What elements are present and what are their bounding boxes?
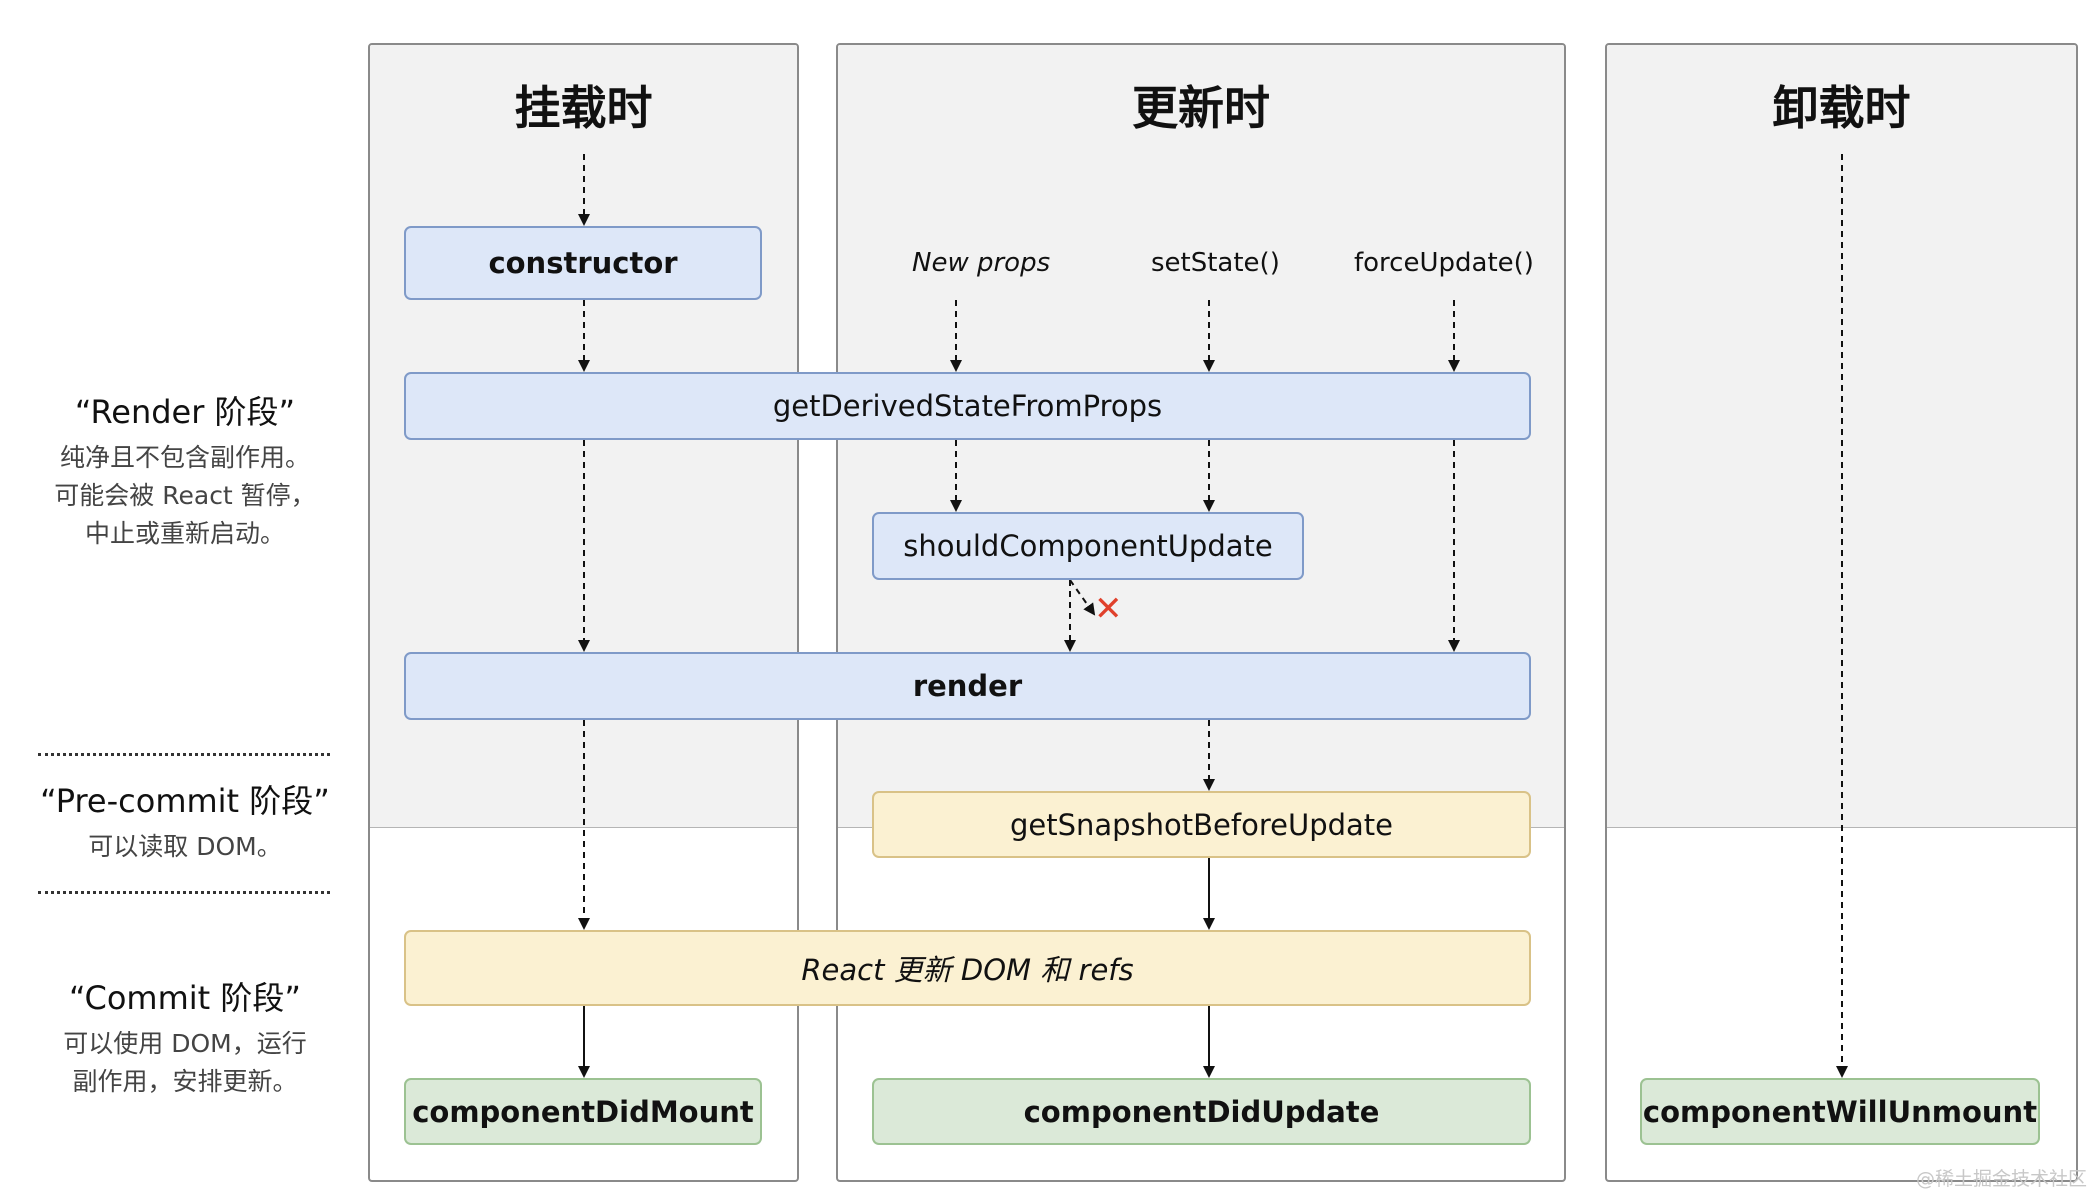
component-did-update-box: componentDidUpdate (872, 1078, 1531, 1145)
commit-phase-line-2: 副作用，安排更新。 (72, 1067, 298, 1096)
precommit-phase-description: 可以读取 DOM。 (25, 828, 345, 866)
get-snapshot-before-update-box: getSnapshotBeforeUpdate (872, 791, 1531, 858)
render-phase-title: “Render 阶段” (74, 393, 296, 431)
phase-divider-2 (38, 891, 330, 894)
precommit-phase-title: “Pre-commit 阶段” (40, 782, 330, 820)
commit-phase-line-1: 可以使用 DOM，运行 (63, 1029, 307, 1058)
commit-phase-label: “Commit 阶段” 可以使用 DOM，运行 副作用，安排更新。 (25, 973, 345, 1101)
arrow-should-update-cancel (1069, 579, 1096, 616)
constructor-box: constructor (404, 226, 762, 300)
cancel-icon: ✕ (1094, 589, 1123, 629)
commit-phase-description: 可以使用 DOM，运行 副作用，安排更新。 (25, 1025, 345, 1101)
mount-column-title: 挂载时 (514, 81, 653, 135)
commit-phase-title: “Commit 阶段” (69, 979, 301, 1017)
render-phase-line-1: 纯净且不包含副作用。 (59, 443, 310, 472)
phase-divider-1 (38, 753, 330, 756)
render-phase-label: “Render 阶段” 纯净且不包含副作用。 可能会被 React 暂停， 中止… (25, 387, 345, 553)
watermark: @稀土掘金技术社区 (1915, 1168, 2087, 1190)
get-derived-state-from-props-box: getDerivedStateFromProps (404, 372, 1531, 440)
render-phase-line-3: 中止或重新启动。 (84, 519, 285, 548)
force-update-trigger: forceUpdate() (1354, 248, 1534, 278)
unmount-column-title: 卸载时 (1772, 81, 1911, 135)
react-updates-dom-box: React 更新 DOM 和 refs (404, 930, 1531, 1006)
render-box: render (404, 652, 1531, 720)
precommit-phase-line-1: 可以读取 DOM。 (88, 832, 282, 861)
update-column-title: 更新时 (1132, 81, 1270, 135)
component-did-mount-box: componentDidMount (404, 1078, 762, 1145)
new-props-trigger: New props (912, 248, 1051, 278)
should-component-update-box: shouldComponentUpdate (872, 512, 1304, 580)
set-state-trigger: setState() (1151, 248, 1280, 278)
render-phase-line-2: 可能会被 React 暂停， (54, 481, 316, 510)
render-phase-description: 纯净且不包含副作用。 可能会被 React 暂停， 中止或重新启动。 (25, 439, 345, 553)
precommit-phase-label: “Pre-commit 阶段” 可以读取 DOM。 (25, 776, 345, 866)
component-will-unmount-box: componentWillUnmount (1640, 1078, 2040, 1145)
